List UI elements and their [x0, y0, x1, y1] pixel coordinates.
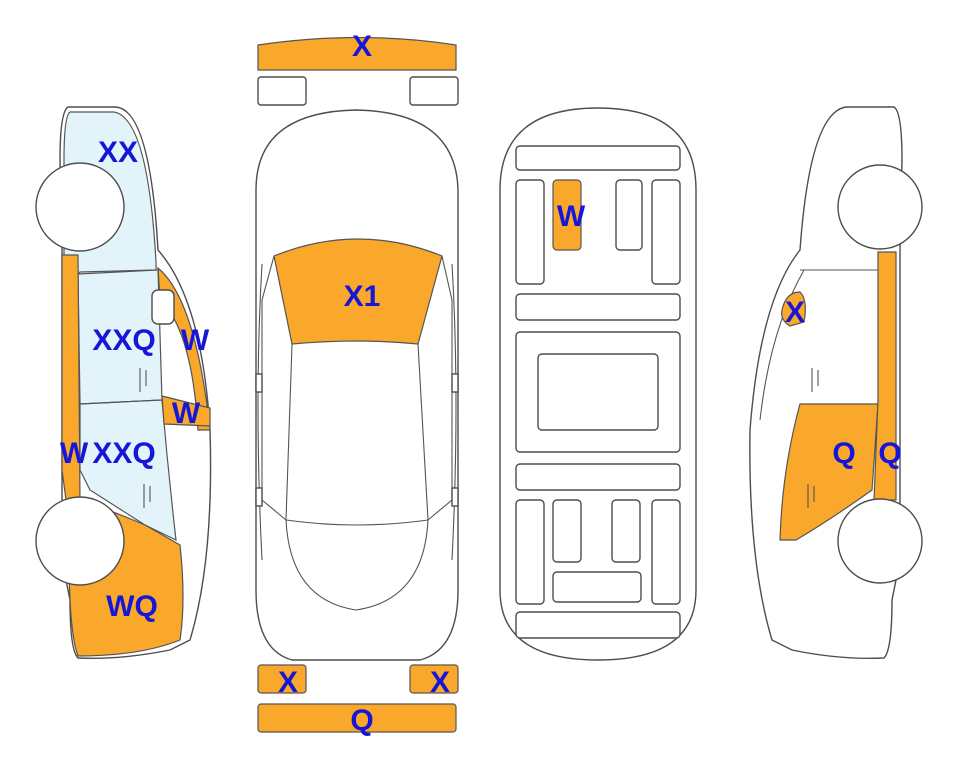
front-right-seat: [615, 179, 643, 251]
front-left-light: [257, 76, 307, 106]
label-windshield: X1: [344, 280, 381, 313]
label-right-mirror: X: [785, 296, 805, 329]
top-left-mirror: [255, 373, 263, 393]
label-left-roof: XX: [98, 136, 138, 169]
rear-right-light[interactable]: [409, 664, 459, 694]
left-door-seam: [79, 399, 163, 405]
trunk-area: [515, 611, 681, 639]
rear-left-seat-side: [515, 499, 545, 605]
a-pillar-lines: [261, 255, 453, 521]
top-right-handle: [451, 487, 459, 507]
top-left-handle: [255, 487, 263, 507]
label-right-rocker: Q: [878, 437, 901, 470]
left-rear-wheel: [35, 496, 125, 586]
front-right-seat-side: [651, 179, 681, 285]
label-left-mirror: W: [172, 397, 201, 430]
front-right-light: [409, 76, 459, 106]
rear-bench: [552, 571, 642, 603]
roof-outline: [285, 343, 429, 526]
front-left-seat-side: [515, 179, 545, 285]
label-rear-left-light: X: [278, 666, 298, 699]
top-view: [255, 36, 459, 733]
interior-seat[interactable]: [552, 179, 582, 251]
rear-bumper[interactable]: [257, 703, 457, 733]
top-side-lines: [257, 263, 457, 561]
rear-window-outline: [285, 519, 429, 611]
dashboard: [515, 145, 681, 171]
label-front-bumper: X: [352, 30, 372, 63]
left-front-wheel: [35, 162, 125, 252]
right-front-wheel: [837, 164, 923, 250]
right-rear-door-handle: [807, 484, 815, 508]
label-left-front-door: XXQ: [92, 324, 155, 357]
right-rear-door[interactable]: [779, 403, 879, 541]
interior-view: [499, 107, 697, 661]
left-side-view: [35, 106, 212, 660]
right-mirror[interactable]: [781, 291, 806, 327]
front-console: [515, 293, 681, 321]
label-left-rear-fender: WQ: [106, 590, 158, 623]
rear-left-seat: [552, 499, 582, 563]
center-console: [537, 353, 659, 431]
rear-right-seat-side: [651, 499, 681, 605]
label-interior-seat: W: [557, 200, 586, 233]
rear-console: [515, 463, 681, 491]
label-rear-bumper: Q: [350, 704, 373, 737]
rear-right-seat: [611, 499, 641, 563]
right-front-pillar-line: [759, 269, 805, 421]
label-left-rocker: W: [60, 437, 89, 470]
left-front-door-handle: [139, 368, 147, 392]
label-right-rear-door: Q: [832, 437, 855, 470]
top-body: [255, 109, 459, 661]
label-left-rear-door: XXQ: [92, 437, 155, 470]
label-rear-right-light: X: [430, 666, 450, 699]
right-side-view: [749, 106, 923, 660]
left-mirror-housing: [151, 289, 175, 325]
front-bumper[interactable]: [257, 36, 457, 71]
top-right-mirror: [451, 373, 459, 393]
left-rear-door-handle: [143, 484, 151, 508]
right-rear-wheel: [837, 498, 923, 584]
right-front-door-handle: [811, 368, 819, 392]
rear-left-light[interactable]: [257, 664, 307, 694]
damage-labels: X X1 X X Q W XX XXQ W W W XXQ WQ X Q Q: [60, 30, 902, 737]
label-left-front-pillar: W: [181, 324, 210, 357]
left-mirror[interactable]: [161, 395, 211, 427]
